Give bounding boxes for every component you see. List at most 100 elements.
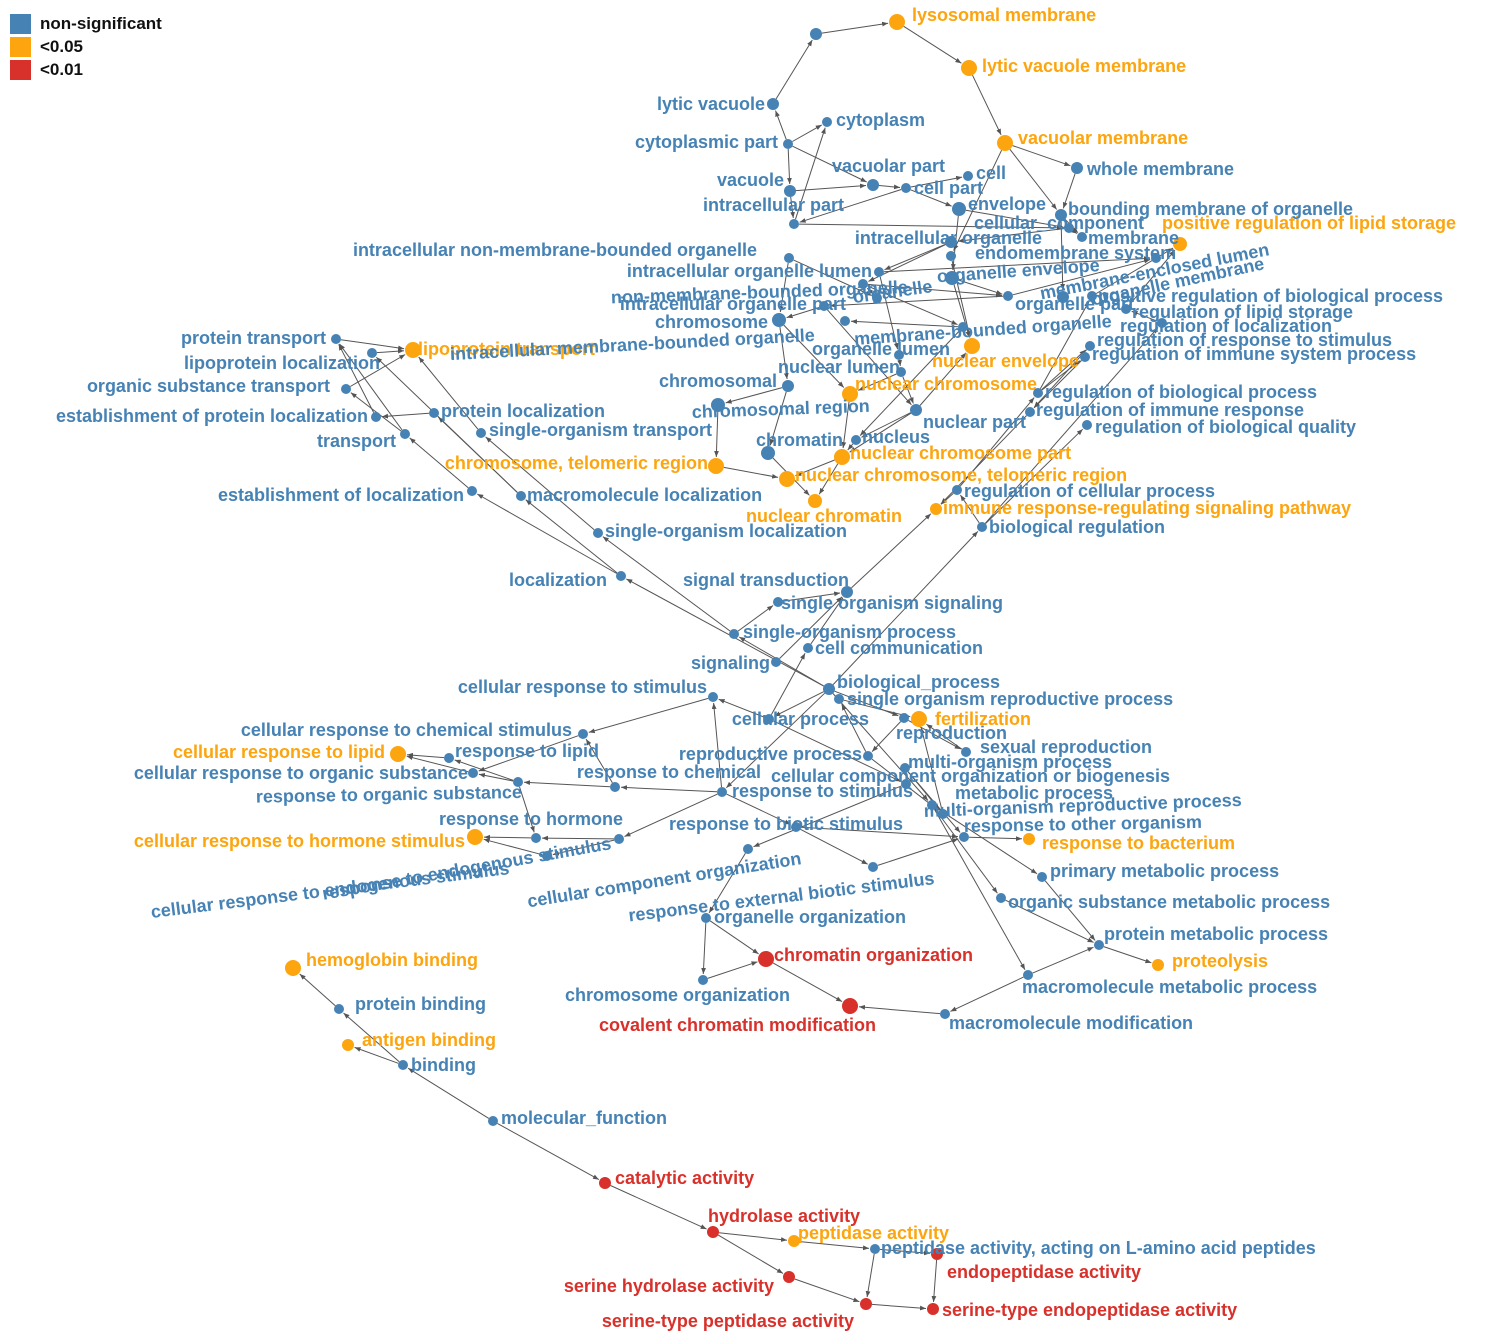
node-label-regulation-of-response-to-stimulus: regulation of response to stimulus [1097,330,1392,350]
node-circle-establishment-of-protein-localization [371,412,381,422]
node-single-organism-localization: single-organism localization [593,521,847,541]
node-label-fertilization: fertilization [935,709,1031,729]
node-circle-cell-communication [803,643,813,653]
node-label-organelle-lumen: organelle lumen [812,339,950,359]
node-nuclear-chromosome-part: nuclear chromosome part [834,443,1071,465]
node-single-organism-process: single-organism process [729,622,956,642]
node-label-cellular-response-to-organic-substance: cellular response to organic substance [134,763,468,783]
node-circle-intracellular-organelle-part [819,301,829,311]
node-localization: localization [509,570,626,590]
node-circle-membrane [1077,232,1087,242]
edge-response-to-organic-substance-to-cellular-response-to-organic-substance [478,773,514,782]
node-circle-cytoplasm [822,117,832,127]
node-label-proteolysis: proteolysis [1172,951,1268,971]
node-label-covalent-chromatin-modification: covalent chromatin modification [599,1015,876,1035]
edge-regulation-of-response-to-stimulus-to-regulation-of-immune-response [1033,349,1087,408]
node-label-organelle-part: organelle part [1015,294,1134,314]
edge-biological-regulation-to-regulation-of-cellular-process [959,494,980,524]
node-metabolic-process: metabolic process [927,783,1113,810]
node-regulation-of-immune-system-process: regulation of immune system process [1080,344,1416,364]
node-circle-single-organism-signaling [773,597,783,607]
node-single-organism-transport: single-organism transport [476,420,712,440]
edge-organelle-envelope-to-organelle-part [958,279,1003,295]
node-regulation-of-lipid-storage: regulation of lipid storage [1121,302,1353,322]
legend-swatch-p005 [10,36,31,57]
node-circle-lysosomal-membrane [889,14,905,30]
node-label-cellular-response-to-chemical-stimulus: cellular response to chemical stimulus [241,720,572,740]
node-circle-chromosome-telomeric-region [708,458,724,474]
edge-chromosomal-to-chromatin [769,391,787,446]
node-label-response-to-other-organism: response to other organism [964,812,1202,836]
edge-intracellular-organelle-to-intracellular-organelle-lumen [884,243,946,271]
node-label-response-to-hormone: response to hormone [439,809,623,829]
node-circle-cellular-response-to-lipid [390,746,406,762]
edge-response-to-lipid-to-cellular-response-to-lipid [406,752,445,759]
edge-response-to-stimulus-to-response-to-endogenous-stimulus [624,793,718,837]
edge-binding-to-antigen-binding [354,1046,399,1064]
node-label-localization: localization [509,570,607,590]
node-circle-response-to-lipid [444,753,454,763]
node-label-regulation-of-localization: regulation of localization [1120,316,1332,336]
node-cellular-response-to-stimulus: cellular response to stimulus [458,677,718,702]
node-primary-metabolic-process: primary metabolic process [1037,861,1279,882]
node-chromosomal-region: chromosomal region [691,396,870,422]
node-positive-regulation-of-biological-process: positive regulation of biological proces… [1087,286,1443,306]
node-label-intracellular-part: intracellular part [703,195,844,215]
node-circle-response-to-other-organism [959,832,969,842]
node-protein-binding: protein binding [334,994,486,1014]
edge-vacuolar-membrane-to-whole-membrane [1012,145,1071,167]
edge-regulation-of-biological-process-to-positive-regulation-of-biological-process [1039,300,1090,389]
edge-intracellular-organelle-part-to-nuclear-part [826,309,912,406]
edge-reproduction-to-reproductive-process [871,721,901,752]
node-label-cellular-process: cellular process [732,709,869,729]
node-label-establishment-of-localization: establishment of localization [218,485,464,505]
node-response-to-stimulus: response to stimulus [717,781,913,801]
edge-intracellular-non-membrane-bounded-organelle-to-chromosome [778,262,789,313]
node-label-chromatin: chromatin [756,430,843,450]
edge-organelle-part-to-intracellular-organelle-part [829,295,1004,308]
node-label-cytoplasmic-part: cytoplasmic part [635,132,778,152]
node-circle-multi-organism-reproductive-process [938,809,948,819]
node-circle-covalent-chromatin-modification [842,998,858,1014]
node-label-protein-localization: protein localization [441,401,605,421]
edge-protein-transport-to-lipoprotein-transport [340,339,405,351]
node-label-envelope: envelope [968,194,1046,214]
edge-vacuolar-membrane-to-endomembrane-system [953,149,1003,251]
node-circle-biological-regulation [977,522,987,532]
node-covalent-chromatin-modification: covalent chromatin modification [599,998,876,1035]
node-circle-protein-metabolic-process [1094,940,1104,950]
node-label-nuclear-chromosome-part: nuclear chromosome part [850,443,1071,463]
edge-chromosomal-region-to-chromosome-telomeric-region [714,411,719,458]
node-circle-organic-substance-metabolic-process [996,893,1006,903]
node-circle-nuclear-chromosome-telomeric-region [779,471,795,487]
node-circle-transport [400,429,410,439]
node-circle-chromosome [772,313,786,327]
edge-metabolic-process-to-organic-substance-metabolic-process [934,808,998,894]
edge-biological-regulation-to-regulation-of-biological-quality [985,428,1084,524]
node-circle-membrane-bounded-organelle [958,322,968,332]
edge-whole-membrane-to-bounding-membrane-of-organelle [1062,173,1076,209]
legend-swatch-p001 [10,59,31,80]
legend-label-non-significant: non-significant [40,13,162,33]
edge-catalytic-activity-to-hydrolase-activity [610,1185,707,1230]
legend-label-p005: <0.05 [40,36,84,56]
edge-protein-localization-to-establishment-of-protein-localization [381,412,430,419]
edge-nuclear-lumen-to-nuclear-part [902,376,914,404]
node-label-bounding-membrane-of-organelle: bounding membrane of organelle [1068,199,1353,219]
edge-serine-type-peptidase-activity-to-serine-type-endopeptidase-activity [871,1303,927,1311]
node-circle-lipoprotein-localization [367,348,377,358]
node-circle-signaling [771,657,781,667]
node-label-hemoglobin-binding: hemoglobin binding [306,950,478,970]
node-protein-metabolic-process: protein metabolic process [1094,924,1328,950]
node-serine-hydrolase-activity: serine hydrolase activity [564,1271,795,1296]
edge-vacuolar-membrane-to-bounding-membrane-of-organelle [1009,148,1058,210]
node-circle-chromosomal [782,380,794,392]
edge-regulation-of-lipid-storage-to-positive-regulation-of-lipid-storage [1128,249,1176,306]
edge-intracellular-organelle-part-to-chromosome [786,307,820,319]
edge-chromosomal-to-chromosomal-region [725,387,783,404]
node-intracellular-non-membrane-bounded-organelle: intracellular non-membrane-bounded organ… [353,240,794,263]
node-cytoplasm: cytoplasm [822,110,925,130]
edge-cell-part-to-intracellular-part [799,189,902,223]
node-organelle-lumen: organelle lumen [812,339,950,360]
